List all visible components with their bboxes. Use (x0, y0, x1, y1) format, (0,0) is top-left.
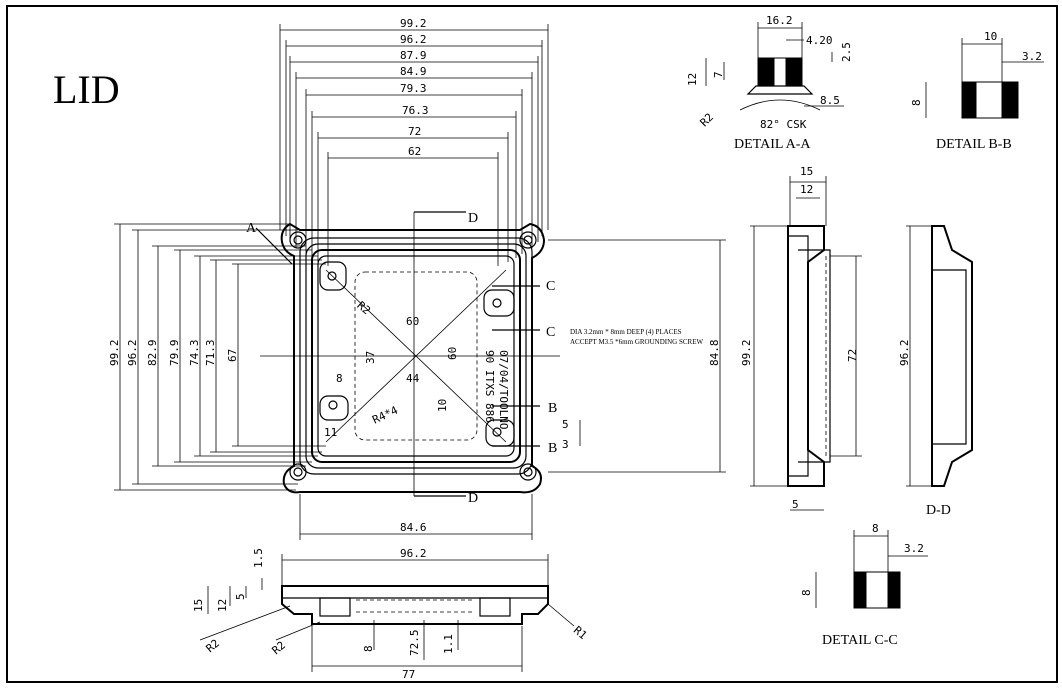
dim-inner-60a: 60 (406, 315, 419, 328)
front-dim-5: 5 (234, 593, 247, 600)
dim-left-4: 74.3 (188, 340, 201, 367)
detail-aa-dim-420: 4.20 (806, 34, 833, 47)
dim-inner-r2: R2 (354, 299, 373, 317)
dim-inner-37: 37 (364, 351, 377, 364)
detail-aa-dim-25: 2.5 (840, 42, 853, 62)
dim-left-6: 67 (226, 349, 239, 362)
detail-bb-dim-10: 10 (984, 30, 997, 43)
section-mark-b-1: B (548, 401, 557, 416)
dim-inner-10: 10 (436, 399, 449, 412)
section-label-dd: D-D (926, 503, 951, 518)
left-dimension-stack (114, 223, 326, 491)
detail-bb-dim-32: 3.2 (1022, 50, 1042, 63)
detail-bb-dim-8: 8 (910, 99, 923, 106)
front-r2a: R2 (204, 637, 223, 655)
vertical-text-1: 90 ITXS 886 (483, 350, 496, 423)
dd-dim-962: 96.2 (898, 340, 911, 367)
side-dim-12: 12 (800, 183, 813, 196)
side-dim-5: 5 (792, 498, 799, 511)
dim-top-0: 99.2 (400, 17, 427, 30)
section-mark-c-2: C (546, 325, 555, 340)
front-dim-77: 77 (402, 668, 415, 681)
front-dim-8: 8 (362, 645, 375, 652)
dim-right-3: 3 (562, 438, 569, 451)
dim-inner-r4: R4*4 (370, 403, 400, 426)
detail-cc-dim-8w: 8 (872, 522, 879, 535)
side-section-view (750, 176, 862, 511)
detail-aa-dim-162: 16.2 (766, 14, 793, 27)
dim-left-3: 79.9 (168, 340, 181, 367)
hole-note-2: ACCEPT M3.5 *6mm GROUNDING SCREW (570, 338, 703, 346)
front-dim-725: 72.5 (408, 630, 421, 657)
detail-aa-csk: 82° CSK (760, 118, 807, 131)
front-dim-15h: 15 (192, 599, 205, 612)
detail-aa-r2: R2 (698, 111, 717, 130)
drawing-title: LID (53, 67, 120, 112)
detail-bb-label: DETAIL B-B (936, 137, 1012, 152)
dim-right-5: 5 (562, 418, 569, 431)
dim-left-0: 99.2 (108, 340, 121, 367)
detail-bb-view (925, 38, 1044, 119)
dim-inner-8: 8 (336, 372, 343, 385)
dim-bottom-846: 84.6 (400, 521, 427, 534)
dim-right-848: 84.8 (708, 340, 721, 367)
detail-aa-view (705, 22, 844, 111)
dim-top-3: 84.9 (400, 65, 427, 78)
vertical-text-2: 07/04/TOOLNO (497, 350, 510, 429)
detail-cc-dim-32: 3.2 (904, 542, 924, 555)
detail-cc-dim-8h: 8 (800, 589, 813, 596)
dim-left-2: 82.9 (146, 340, 159, 367)
dim-left-1: 96.2 (126, 340, 139, 367)
front-dim-12: 12 (216, 599, 229, 612)
detail-aa-dim-12: 12 (686, 73, 699, 86)
dim-left-5: 71.3 (204, 340, 217, 367)
front-view (199, 554, 575, 672)
section-mark-a: A (246, 221, 257, 236)
front-r1: R1 (571, 624, 590, 642)
section-mark-d-top: D (468, 211, 478, 226)
front-dim-15: 1.5 (252, 548, 265, 568)
dim-inner-60b: 60 (446, 347, 459, 360)
dim-top-4: 79.3 (400, 82, 427, 95)
detail-aa-dim-7: 7 (712, 71, 725, 78)
dim-top-6: 72 (408, 125, 421, 138)
section-mark-c-1: C (546, 279, 555, 294)
section-mark-d-bottom: D (468, 491, 478, 506)
drawing-frame (6, 5, 1058, 683)
dim-top-1: 96.2 (400, 33, 427, 46)
dim-top-7: 62 (408, 145, 421, 158)
dim-inner-11: 11 (324, 426, 337, 439)
front-r2b: R2 (270, 639, 289, 657)
detail-cc-view (815, 530, 928, 609)
detail-cc-label: DETAIL C-C (822, 633, 898, 648)
dim-inner-44: 44 (406, 372, 420, 385)
dd-section-view (906, 225, 973, 487)
side-dim-15: 15 (800, 165, 813, 178)
front-dim-962: 96.2 (400, 547, 427, 560)
side-dim-72: 72 (846, 349, 859, 362)
top-dimension-stack (279, 24, 549, 266)
side-dim-992: 99.2 (740, 340, 753, 367)
detail-aa-dim-85: 8.5 (820, 94, 840, 107)
dim-top-2: 87.9 (400, 49, 427, 62)
section-mark-b-2: B (548, 441, 557, 456)
front-dim-11: 1.1 (442, 634, 455, 654)
dim-top-5: 76.3 (402, 104, 429, 117)
hole-note-1: DIA 3.2mm * 8mm DEEP (4) PLACES (570, 328, 682, 336)
detail-aa-label: DETAIL A-A (734, 137, 811, 152)
plan-view (255, 211, 560, 497)
